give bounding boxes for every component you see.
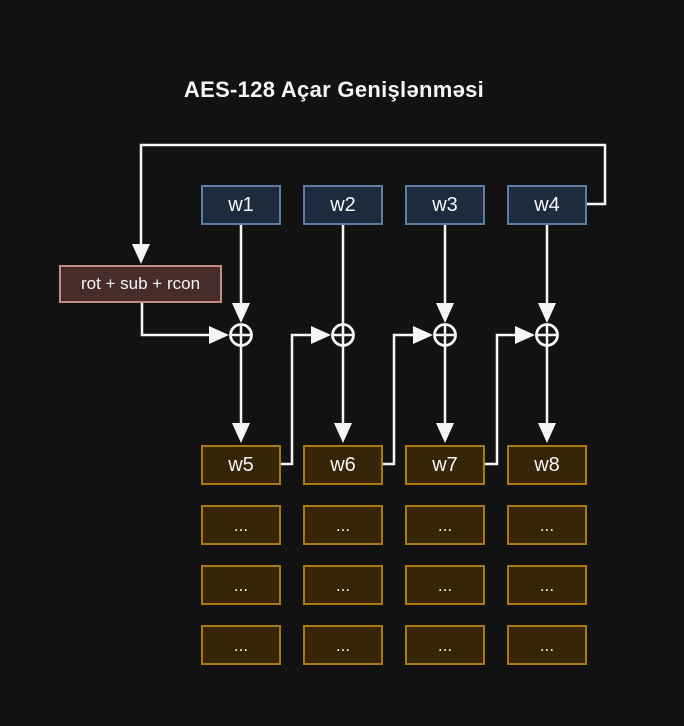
ellipsis-box: ...: [303, 625, 383, 665]
line-operation-xor1: [140, 303, 212, 337]
word-box-w8: w8: [507, 445, 587, 485]
arrowhead-operation-xor1: [209, 326, 229, 344]
arrowhead-w4-xor4: [538, 303, 556, 323]
arrowhead-xor1-w5: [232, 423, 250, 443]
ellipsis-box: ...: [303, 505, 383, 545]
ellipsis-box: ...: [507, 505, 587, 545]
ellipsis-box: ...: [507, 565, 587, 605]
word-box-w4: w4: [507, 185, 587, 225]
arrowhead-w3-xor3: [436, 303, 454, 323]
page-title: AES-128 Açar Genişlənməsi: [183, 77, 485, 102]
arrowhead-w7-xor4: [515, 326, 535, 344]
arrowhead-w5-xor2: [311, 326, 331, 344]
arrowhead-xor4-w8: [538, 423, 556, 443]
word-box-w3: w3: [405, 185, 485, 225]
word-box-w5: w5: [201, 445, 281, 485]
xor-icon-4: [535, 323, 559, 347]
arrowhead-w6-xor3: [413, 326, 433, 344]
ellipsis-box: ...: [507, 625, 587, 665]
ellipsis-box: ...: [303, 565, 383, 605]
xor-icon-1: [229, 323, 253, 347]
xor-icon-2: [331, 323, 355, 347]
word-box-w7: w7: [405, 445, 485, 485]
arrowhead-w1-xor1: [232, 303, 250, 323]
operation-box: rot + sub + rcon: [59, 265, 222, 303]
arrowhead-xor2-w6: [334, 423, 352, 443]
word-box-w2: w2: [303, 185, 383, 225]
word-box-w6: w6: [303, 445, 383, 485]
arrowhead-into-operation: [132, 244, 150, 264]
ellipsis-box: ...: [405, 505, 485, 545]
arrowhead-xor3-w7: [436, 423, 454, 443]
ellipsis-box: ...: [201, 625, 281, 665]
xor-icon-3: [433, 323, 457, 347]
ellipsis-box: ...: [405, 625, 485, 665]
ellipsis-box: ...: [201, 565, 281, 605]
ellipsis-box: ...: [201, 505, 281, 545]
ellipsis-box: ...: [405, 565, 485, 605]
word-box-w1: w1: [201, 185, 281, 225]
